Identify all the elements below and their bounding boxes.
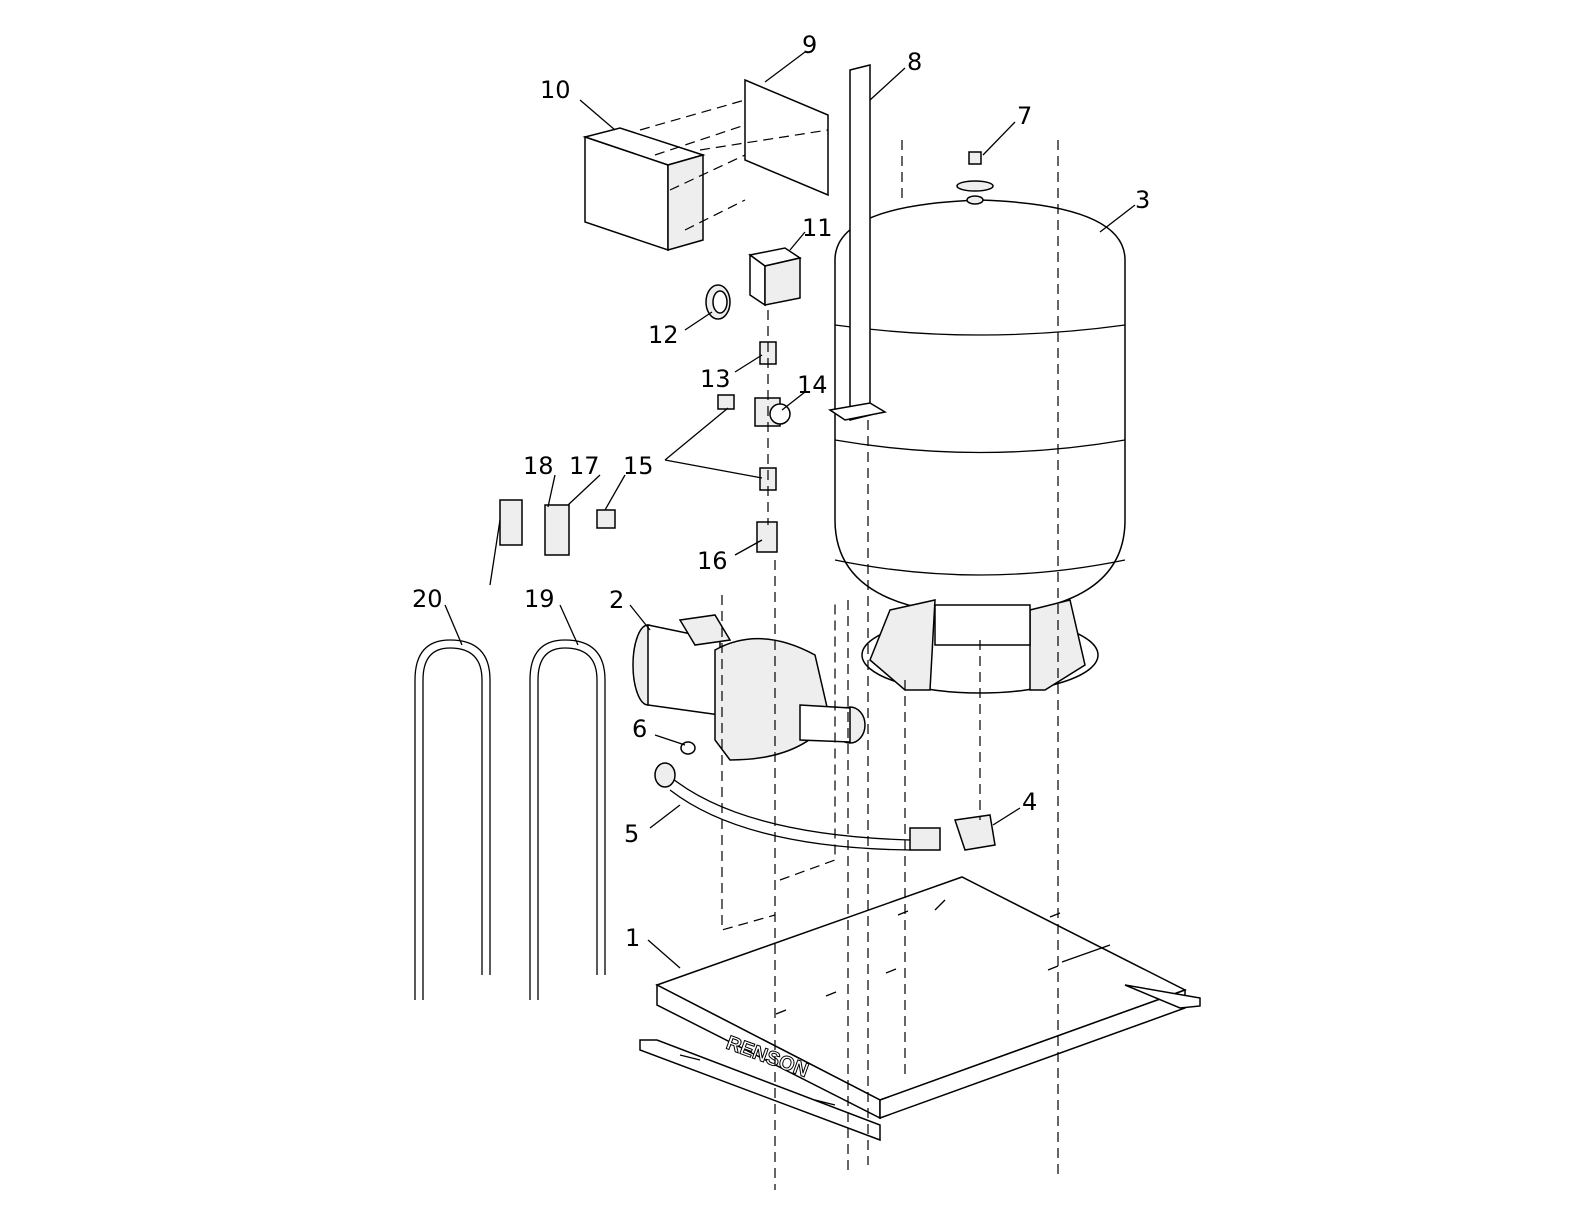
tank-valve — [956, 151, 994, 192]
callout-13: 13 — [700, 365, 731, 393]
callout-19: 19 — [524, 585, 555, 613]
callout-15: 15 — [623, 452, 654, 480]
callout-2: 2 — [609, 586, 624, 614]
callout-16: 16 — [697, 547, 728, 575]
callout-5: 5 — [624, 820, 639, 848]
electrical-box — [582, 127, 706, 252]
callout-18: 18 — [523, 452, 554, 480]
callout-labels: 1 2 3 4 5 6 7 8 9 10 11 12 13 14 15 16 1… — [412, 31, 1150, 952]
u-rods — [414, 639, 606, 1000]
pressure-switch — [748, 247, 802, 307]
hose-assembly — [654, 741, 996, 851]
base-plate: RENSON — [639, 876, 1201, 1142]
callout-3: 3 — [1135, 186, 1150, 214]
callout-11: 11 — [802, 214, 833, 242]
fittings — [489, 341, 791, 586]
callout-10: 10 — [540, 76, 571, 104]
mounting-plate — [744, 78, 829, 197]
callout-17: 17 — [569, 452, 600, 480]
callout-1: 1 — [625, 924, 640, 952]
leader-lines — [444, 51, 1136, 969]
pressure-tank — [834, 195, 1126, 694]
callout-8: 8 — [907, 48, 922, 76]
callout-12: 12 — [648, 321, 679, 349]
pump — [632, 614, 866, 761]
callout-7: 7 — [1017, 102, 1032, 130]
pressure-gauge — [705, 284, 731, 320]
assembly-lines — [639, 99, 1059, 1190]
callout-4: 4 — [1022, 788, 1037, 816]
callout-6: 6 — [632, 715, 647, 743]
callout-14: 14 — [797, 371, 828, 399]
callout-9: 9 — [802, 31, 817, 59]
mounting-post — [828, 64, 888, 421]
callout-20: 20 — [412, 585, 443, 613]
